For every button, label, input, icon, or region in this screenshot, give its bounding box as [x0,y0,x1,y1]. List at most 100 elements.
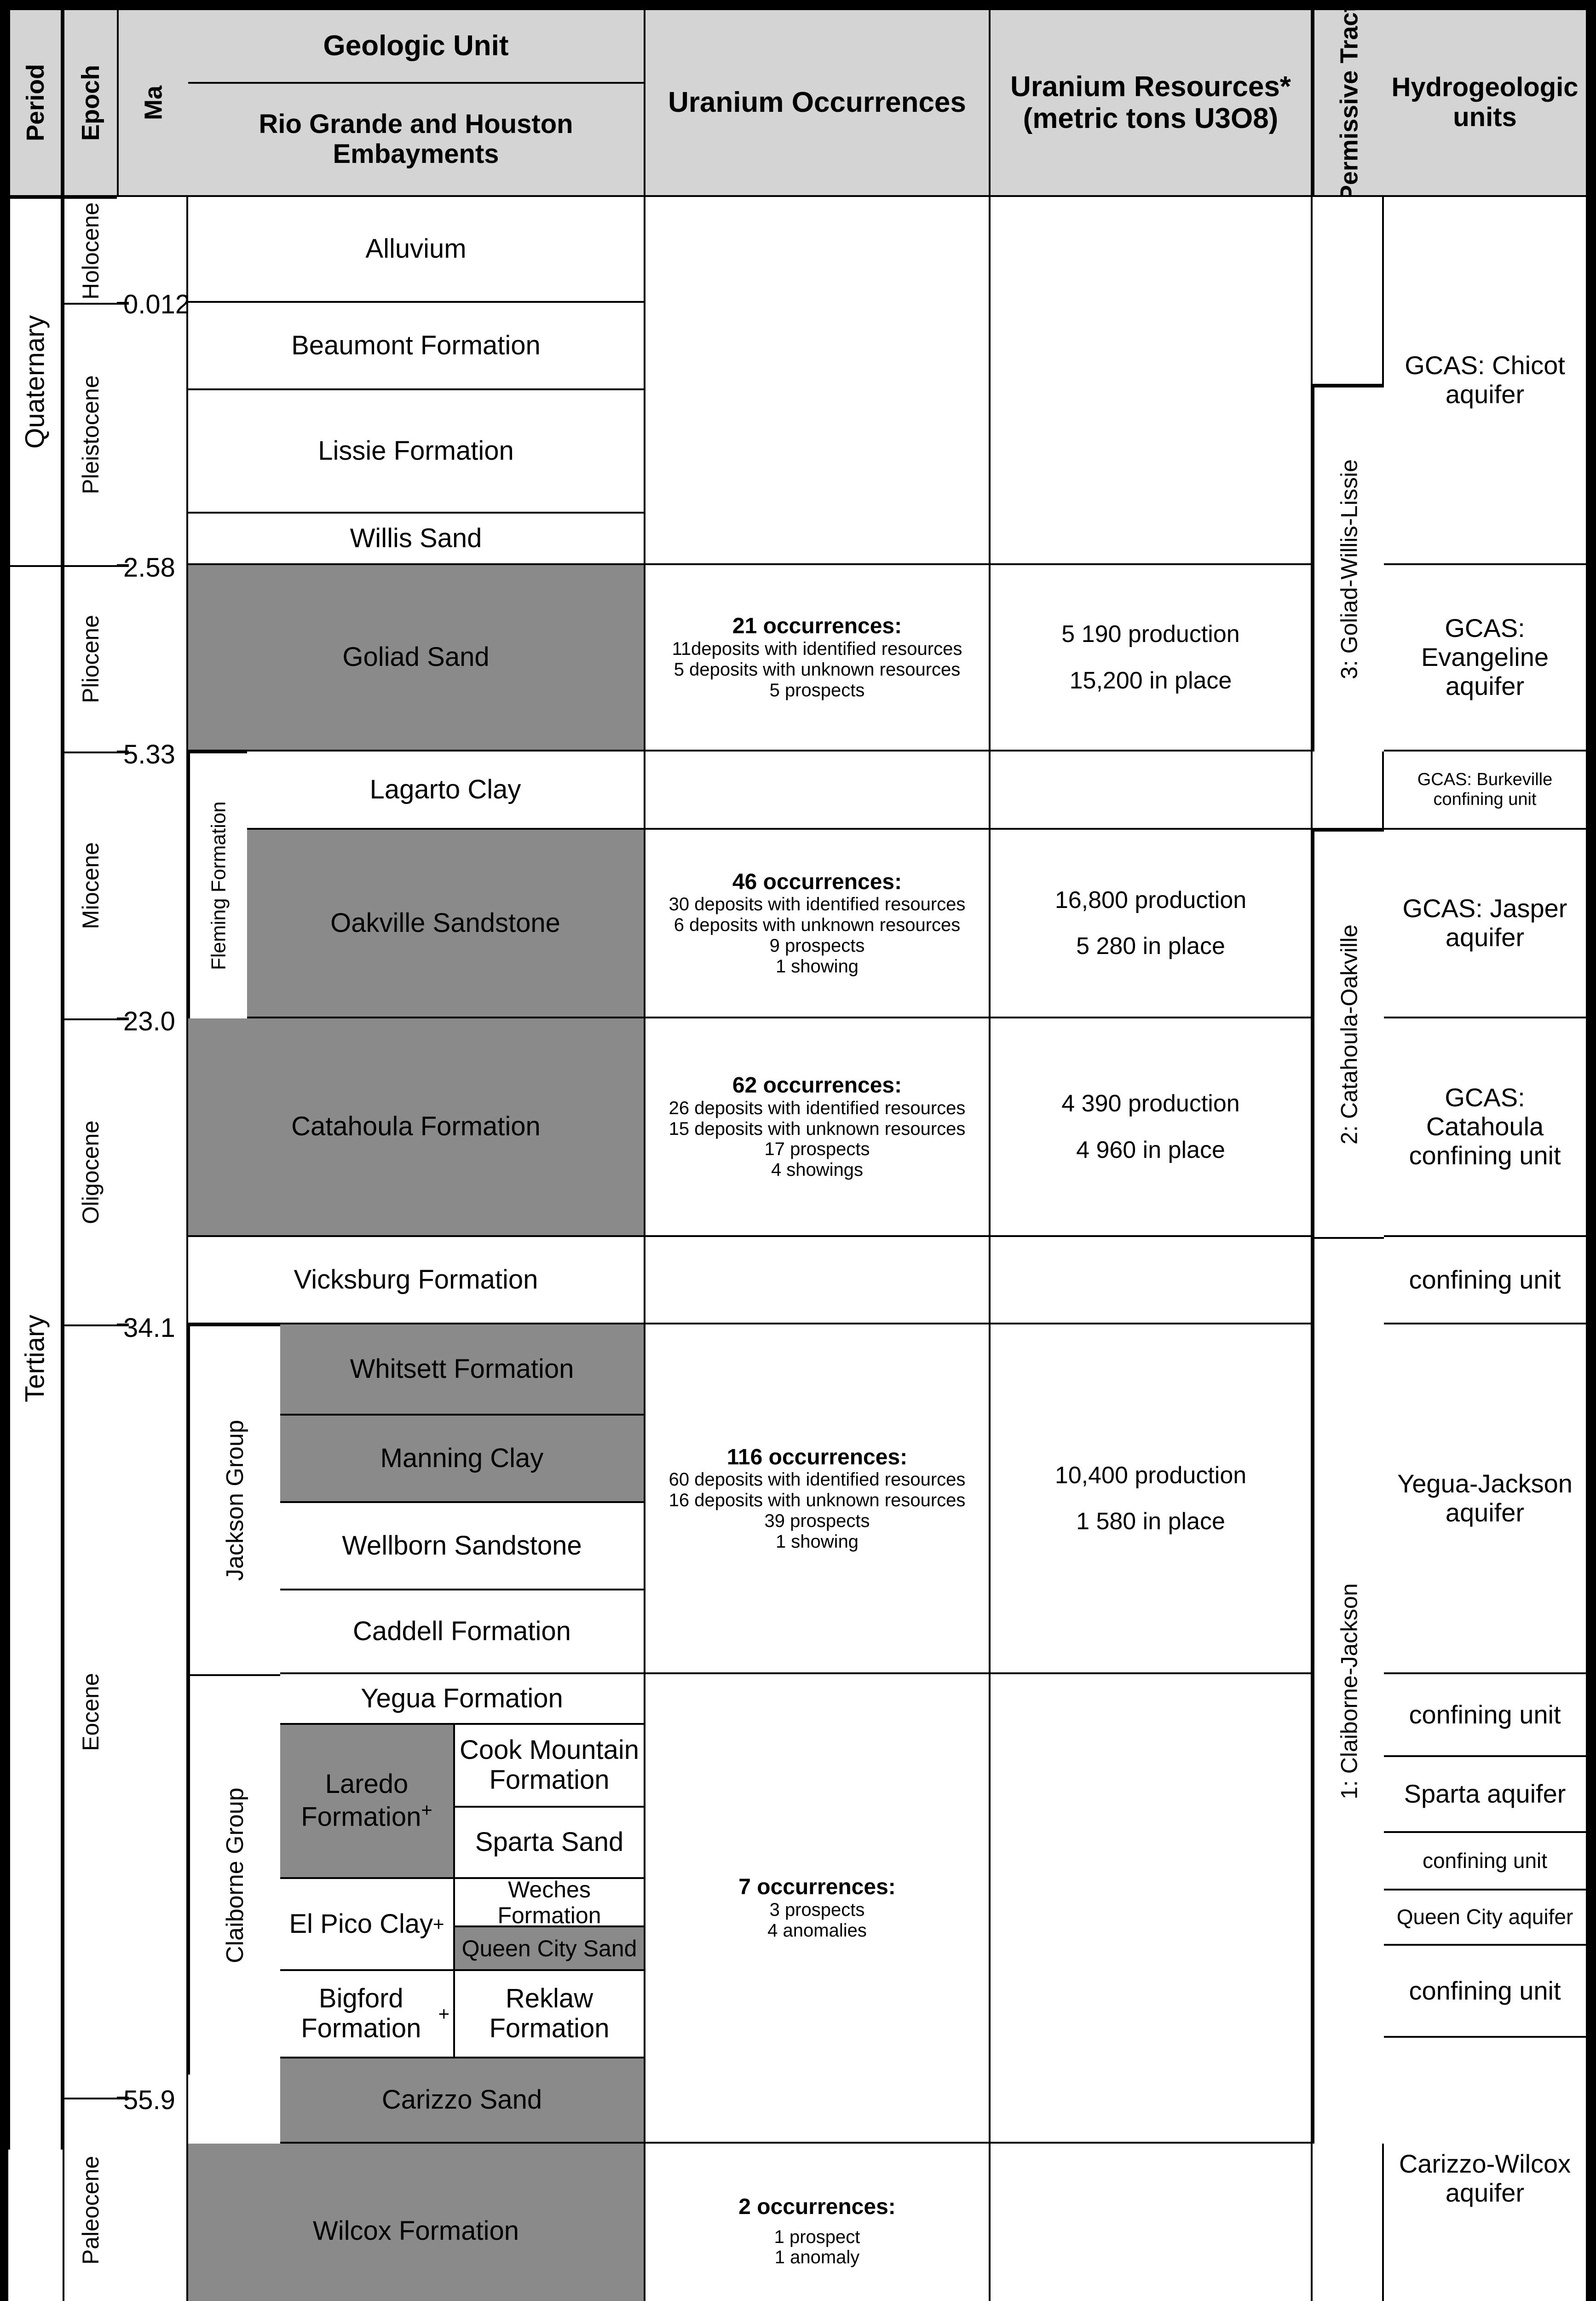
epoch-oligocene: Oligocene [63,1018,117,1324]
hydrogeologic-unit-confining-unit-upper: confining unit [1384,1674,1588,1757]
geologic-unit-wilcox-formation: Wilcox Formation [188,2144,645,2301]
geologic-unit-goliad-sand: Goliad Sand [188,565,645,752]
resources-goliad-production: 5 190 production [1061,621,1240,648]
column-header-hydrogeologic-units: Hydrogeologic units [1384,8,1588,197]
hydrogeologic-unit-sparta-aquifer: Sparta aquifer [1384,1757,1588,1833]
column-header-period: Period [8,8,63,197]
permissive-tract-empty-bottom [1313,2144,1384,2301]
ma-value-2: 5.33 [123,740,175,769]
geologic-unit-caddell-formation: Caddell Formation [280,1590,645,1674]
occurrences-jackson-line-3: 1 showing [775,1531,859,1552]
epoch-holocene: Holocene [63,197,117,303]
occurrences-goliad: 21 occurrences: 11deposits with identifi… [645,565,991,752]
occurrences-wilcox-line-1: 1 anomaly [774,2247,860,2268]
resources-empty-quaternary [991,197,1313,565]
geologic-unit-alluvium: Alluvium [188,197,645,303]
occurrences-jackson: 116 occurrences: 60 deposits with identi… [645,1324,991,1674]
resources-oakville-in-place: 5 280 in place [1076,933,1225,960]
hydrogeologic-unit-confining-unit-vicksburg: confining unit [1384,1237,1588,1324]
column-header-permissive-tract: Permissive Tract [1313,8,1384,197]
ma-value-5: 55.9 [123,2085,175,2115]
geologic-unit-manning-clay: Manning Clay [280,1416,645,1503]
group-label-fleming-formation: Fleming Formation [188,752,247,1018]
occurrences-oakville-title: 46 occurrences: [732,869,902,894]
geologic-unit-el-pico-clay: El Pico Clay+ [280,1879,455,1971]
ma-value-3: 23.0 [123,1006,175,1036]
ma-value-0: 0.012 [123,289,190,319]
occurrences-wilcox-title: 2 occurrences: [738,2194,896,2219]
resources-empty-lagarto [991,752,1313,830]
occurrences-jackson-line-2: 39 prospects [764,1510,870,1531]
resources-goliad-in-place: 15,200 in place [1069,667,1232,694]
period-quaternary: Quaternary [8,197,63,565]
occurrences-oakville: 46 occurrences: 30 deposits with identif… [645,830,991,1018]
ma-value-4: 34.1 [123,1313,175,1343]
occurrences-oakville-line-3: 1 showing [775,956,859,977]
geologic-unit-vicksburg-formation: Vicksburg Formation [188,1237,645,1324]
occurrences-wilcox-line-0: 1 prospect [774,2226,860,2247]
occurrences-empty-vicksburg [645,1237,991,1324]
geologic-unit-reklaw-formation: Reklaw Formation [455,1971,645,2058]
column-header-uranium-occurrences: Uranium Occurrences [645,8,991,197]
occurrences-claiborne-line-0: 3 prospects [769,1900,865,1920]
permissive-tract-empty-lagarto [1313,752,1384,830]
occurrences-claiborne-title: 7 occurrences: [738,1875,896,1900]
column-header-ma: Ma [117,8,188,197]
geologic-unit-wellborn-sandstone: Wellborn Sandstone [280,1503,645,1590]
epoch-eocene: Eocene [63,1324,117,2098]
hydrogeologic-unit-jasper-aquifer: GCAS: Jasper aquifer [1384,830,1588,1018]
period-tertiary: Tertiary [8,565,63,2150]
resources-catahoula-production: 4 390 production [1061,1090,1240,1117]
permissive-tract-empty-top [1313,197,1384,386]
hydrogeologic-unit-chicot-aquifer: GCAS: Chicot aquifer [1384,197,1588,565]
resources-empty-claiborne [991,1674,1313,2144]
geologic-unit-carizzo-sand: Carizzo Sand [280,2058,645,2144]
epoch-pleistocene: Pleistocene [63,303,117,565]
occurrences-goliad-title: 21 occurrences: [732,614,902,639]
hydrogeologic-unit-confining-unit-lower: confining unit [1384,1946,1588,2038]
hydrogeologic-unit-yegua-jackson-aquifer: Yegua-Jackson aquifer [1384,1324,1588,1674]
hydrogeologic-unit-burkeville-confining-unit: GCAS: Burkeville confining unit [1384,752,1588,830]
resources-empty-vicksburg [991,1237,1313,1324]
column-header-geologic-unit: Geologic Unit [188,8,645,82]
hydrogeologic-unit-queen-city-aquifer: Queen City aquifer [1384,1891,1588,1946]
permissive-tract-goliad-willis-lissie: 3: Goliad-Willis-Lissie [1313,386,1384,752]
geologic-unit-lagarto-clay: Lagarto Clay [247,752,645,830]
resources-jackson-in-place: 1 580 in place [1076,1508,1225,1535]
occurrences-jackson-title: 116 occurrences: [726,1445,908,1469]
epoch-paleocene: Paleocene [63,2098,117,2301]
occurrences-empty-lagarto [645,752,991,830]
occurrences-claiborne: 7 occurrences: 3 prospects 4 anomalies [645,1674,991,2144]
hydrogeologic-unit-catahoula-confining-unit: GCAS: Catahoula confining unit [1384,1018,1588,1237]
group-label-jackson-group: Jackson Group [188,1324,280,1674]
column-header-uranium-resources: Uranium Resources*(metric tons U3O8) [991,8,1313,197]
occurrences-jackson-line-0: 60 deposits with identified resources [668,1469,966,1490]
occurrences-catahoula-title: 62 occurrences: [732,1073,902,1098]
ma-value-1: 2.58 [123,553,175,583]
occurrences-jackson-line-1: 16 deposits with unknown resources [668,1490,966,1511]
occurrences-goliad-line-2: 5 prospects [769,680,865,700]
occurrences-wilcox: 2 occurrences: 1 prospect 1 anomaly [645,2144,991,2301]
resources-catahoula: 4 390 production 4 960 in place [991,1018,1313,1237]
resources-jackson: 10,400 production 1 580 in place [991,1324,1313,1674]
resources-jackson-production: 10,400 production [1054,1462,1247,1489]
resources-goliad: 5 190 production 15,200 in place [991,565,1313,752]
occurrences-oakville-line-0: 30 deposits with identified resources [668,894,966,915]
occurrences-oakville-line-1: 6 deposits with unknown resources [674,915,961,936]
resources-empty-wilcox [991,2144,1313,2301]
permissive-tract-claiborne-jackson: 1: Claiborne-Jackson [1313,1237,1384,2144]
permissive-tract-catahoula-oakville: 2: Catahoula-Oakville [1313,830,1384,1237]
occurrences-catahoula-line-2: 17 prospects [764,1139,870,1160]
resources-oakville-production: 16,800 production [1054,886,1247,913]
geologic-unit-whitsett-formation: Whitsett Formation [280,1324,645,1416]
group-label-claiborne-group: Claiborne Group [188,1674,280,2075]
epoch-miocene: Miocene [63,752,117,1018]
occurrences-empty-quaternary [645,197,991,565]
hydrogeologic-unit-evangeline-aquifer: GCAS: Evangeline aquifer [1384,565,1588,752]
geologic-unit-cook-mountain-formation: Cook Mountain Formation [455,1725,645,1808]
geologic-unit-willis-sand: Willis Sand [188,514,645,565]
occurrences-goliad-line-0: 11deposits with identified resources [672,639,962,659]
geologic-unit-queen-city-sand: Queen City Sand [455,1927,645,1971]
geologic-unit-sparta-sand: Sparta Sand [455,1808,645,1879]
